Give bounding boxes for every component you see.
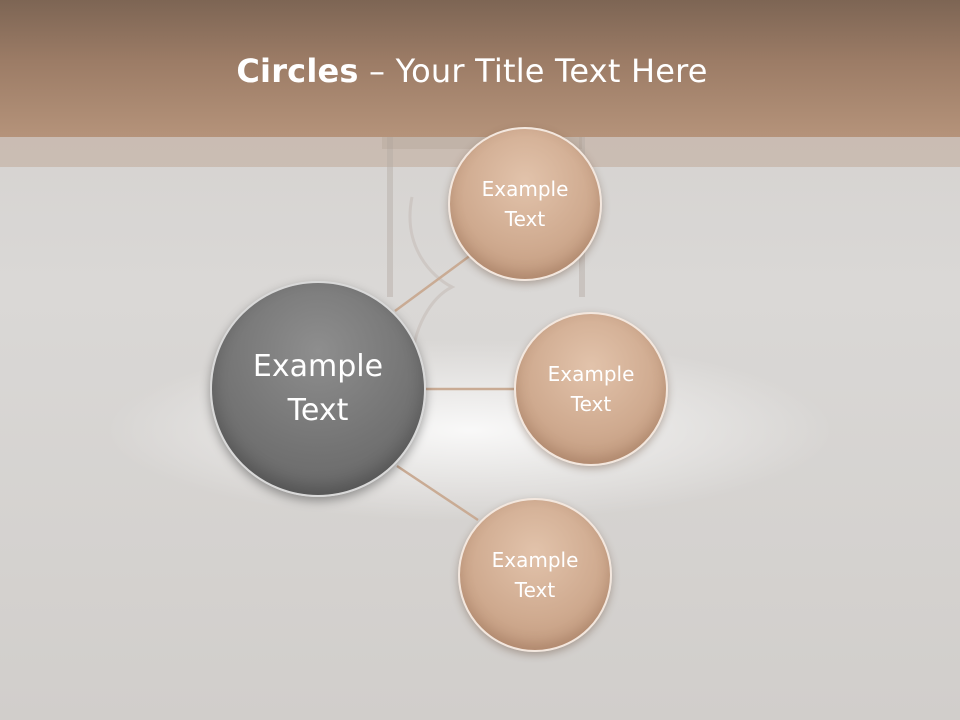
connector-bottom (396, 464, 479, 522)
circle-bottom-line2: Text (514, 578, 556, 602)
circle-top-line2: Text (504, 207, 546, 231)
circle-bottom: Example Text (458, 498, 612, 652)
circle-bottom-line1: Example (491, 548, 579, 572)
center-circle-line2: Text (287, 393, 349, 428)
circle-middle: Example Text (514, 312, 668, 466)
connector-top (394, 250, 476, 313)
circle-middle-line1: Example (547, 362, 635, 386)
slide-title: Circles – Your Title Text Here (0, 52, 944, 90)
title-rest: – Your Title Text Here (358, 52, 708, 90)
circle-top: Example Text (448, 127, 602, 281)
title-bold: Circles (236, 52, 359, 90)
circle-middle-line2: Text (570, 392, 612, 416)
title-bar (0, 0, 960, 137)
center-circle-line1: Example (252, 349, 384, 384)
center-circle: Example Text (210, 281, 426, 497)
circle-top-line1: Example (481, 177, 569, 201)
